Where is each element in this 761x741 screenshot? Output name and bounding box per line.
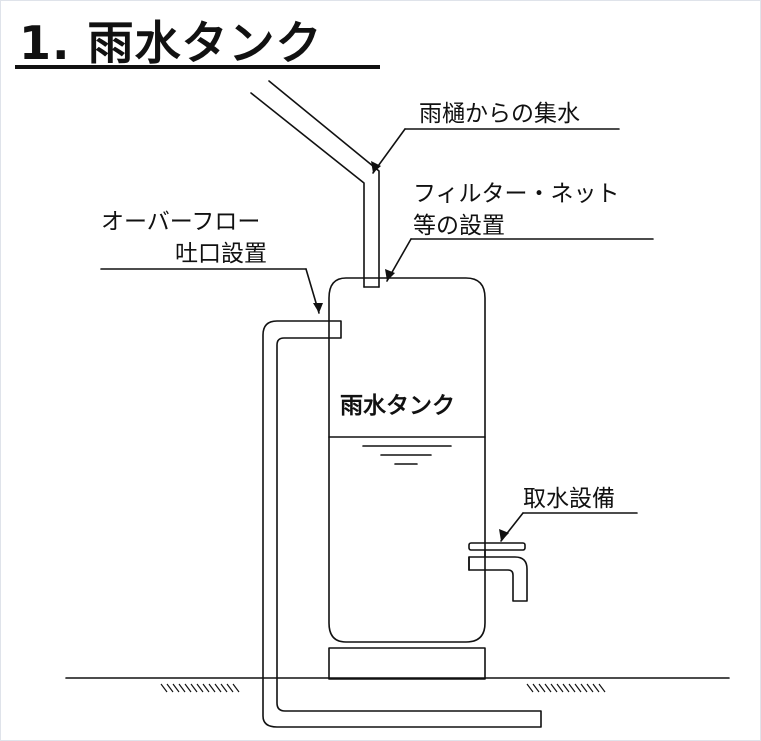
downspout-pipe-inner [268, 80, 380, 288]
title-underline [15, 65, 380, 69]
faucet-spout [468, 556, 528, 602]
label-overflow-line1: オーバーフロー [101, 209, 260, 235]
ground-hatch-left [160, 683, 240, 693]
downspout-pipe [250, 92, 365, 288]
label-tank: 雨水タンク [340, 393, 455, 419]
tank-body [328, 277, 486, 643]
arrow-overflow [313, 303, 323, 313]
label-gutter: 雨樋からの集水 [419, 101, 580, 127]
label-overflow-line2: 吐口設置 [175, 241, 267, 267]
page-title: 1. 雨水タンク [19, 16, 323, 70]
arrow-gutter [371, 161, 381, 173]
label-intake: 取水設備 [523, 486, 615, 512]
label-filter-line2: 等の設置 [413, 213, 505, 239]
tank-base [328, 647, 486, 680]
label-filter-line1: フィルター・ネット [413, 181, 620, 207]
arrow-intake [499, 529, 509, 541]
arrow-filter [385, 269, 395, 281]
overflow-pipe [262, 320, 542, 728]
ground-hatch-right [526, 683, 606, 693]
faucet-handle [468, 542, 526, 551]
